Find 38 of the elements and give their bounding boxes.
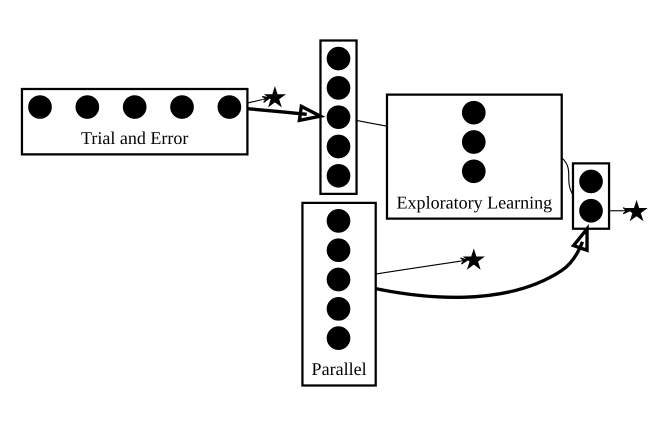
node-label: Trial and Error (80, 128, 188, 148)
arrow (247, 95, 270, 104)
cluster (386, 93, 563, 220)
node-circle (462, 158, 486, 183)
arrow (376, 256, 468, 274)
cluster (20, 87, 249, 155)
cluster (319, 38, 358, 194)
arrow (247, 103, 326, 122)
node-circle (326, 296, 350, 320)
node-circle (326, 267, 350, 291)
node-circle (579, 198, 603, 222)
node-circle (326, 46, 350, 70)
node-label: Parallel (312, 358, 367, 379)
node-circle (76, 94, 100, 118)
node-circle (326, 163, 350, 188)
node-circle (326, 76, 350, 100)
node-star (264, 86, 286, 107)
cluster (301, 201, 377, 386)
node-star (462, 248, 485, 270)
node-circle (28, 94, 52, 118)
node-circle (326, 134, 350, 158)
node-circle (579, 169, 603, 193)
node-star (625, 199, 648, 221)
connector (356, 119, 388, 126)
node-circle (122, 94, 147, 118)
node-circle (170, 94, 194, 118)
arrow (609, 206, 631, 214)
node-circle (326, 208, 350, 232)
connector (561, 156, 574, 195)
node-circle (462, 100, 486, 124)
node-circle (326, 326, 350, 350)
node-circle (326, 238, 350, 262)
node-circle (462, 130, 486, 154)
arrow (375, 223, 589, 298)
node-label: Exploratory Learning (396, 192, 552, 212)
node-circle (218, 94, 242, 118)
cluster (572, 162, 610, 230)
node-circle (326, 104, 350, 129)
